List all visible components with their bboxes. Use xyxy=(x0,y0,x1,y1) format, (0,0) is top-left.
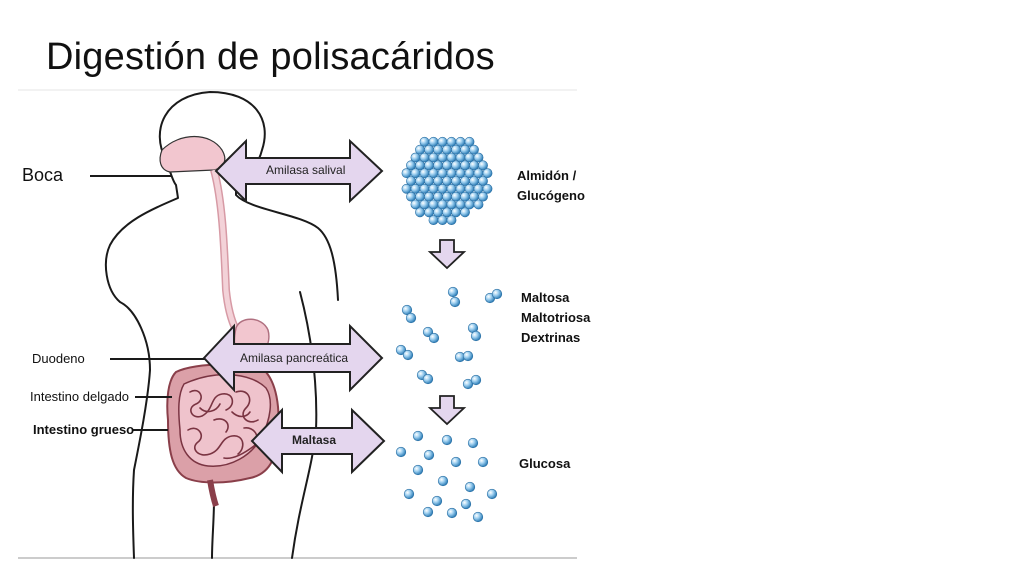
label-maltosa: Maltosa xyxy=(521,290,570,305)
glucose-molecule xyxy=(486,488,498,500)
glucose-molecule xyxy=(412,430,424,442)
glucose-molecule xyxy=(472,511,484,523)
glucose-molecule xyxy=(412,464,424,476)
glucose-unit xyxy=(473,199,484,210)
glucose-molecules xyxy=(395,430,498,523)
label-amilasa-pancreatica: Amilasa pancreática xyxy=(240,351,349,365)
glucose-molecule xyxy=(450,456,462,468)
oligosaccharide-molecules xyxy=(395,286,503,390)
glucose-unit xyxy=(415,207,425,218)
oligo-unit xyxy=(405,312,417,324)
label-maltasa: Maltasa xyxy=(292,433,337,447)
oligo-unit xyxy=(395,344,407,356)
down-arrow-2 xyxy=(427,395,467,426)
oligo-unit xyxy=(428,332,440,344)
label-intestino-delgado: Intestino delgado xyxy=(30,389,130,404)
glucose-unit xyxy=(446,215,457,226)
glucose-unit xyxy=(473,152,484,163)
label-boca: Boca xyxy=(22,165,64,185)
glucose-molecule xyxy=(403,488,415,500)
glucose-molecule xyxy=(467,437,479,449)
oligo-unit xyxy=(462,378,474,390)
glucose-unit xyxy=(469,144,479,155)
oligo-unit xyxy=(449,296,461,308)
label-glucogeno: Glucógeno xyxy=(517,188,585,203)
glucose-unit xyxy=(482,168,493,179)
glucose-unit xyxy=(437,215,448,226)
oligo-unit xyxy=(491,288,503,300)
maltase-arrow xyxy=(250,407,386,475)
label-dextrinas: Dextrinas xyxy=(521,330,581,345)
glucose-molecule xyxy=(437,475,449,487)
oligo-unit xyxy=(402,349,414,361)
glucose-unit xyxy=(478,191,488,202)
polysaccharide-cluster xyxy=(401,136,493,226)
label-duodeno: Duodeno xyxy=(32,351,85,366)
label-amilasa-salival: Amilasa salival xyxy=(266,163,346,177)
oligo-unit xyxy=(462,350,474,362)
label-intestino-grueso: Intestino grueso xyxy=(33,422,135,437)
glucose-molecule xyxy=(422,506,434,518)
glucose-molecule xyxy=(460,498,472,510)
glucose-molecule xyxy=(441,434,453,446)
glucose-unit xyxy=(482,183,493,194)
oligo-unit xyxy=(470,330,482,342)
glucose-unit xyxy=(460,207,470,218)
oral-cavity xyxy=(159,136,226,173)
salivary-amylase-arrow xyxy=(214,138,384,204)
oligo-unit xyxy=(422,373,434,385)
oligo-unit xyxy=(470,374,482,386)
leader-lines xyxy=(90,175,210,431)
pancreatic-amylase-arrow xyxy=(202,323,384,393)
label-glucosa: Glucosa xyxy=(519,456,571,471)
glucose-unit xyxy=(464,136,475,147)
glucose-unit xyxy=(478,160,488,171)
glucose-molecule xyxy=(431,495,443,507)
glucose-unit xyxy=(478,176,488,186)
glucose-molecule xyxy=(477,456,489,468)
glucose-molecule xyxy=(446,507,458,519)
label-almidon: Almidón / xyxy=(517,168,577,183)
oligo-unit xyxy=(401,304,413,316)
label-maltotriosa: Maltotriosa xyxy=(521,310,591,325)
glucose-molecule xyxy=(423,449,435,461)
oligo-unit xyxy=(447,286,459,298)
glucose-molecule xyxy=(464,481,476,493)
glucose-unit xyxy=(428,215,439,226)
glucose-molecule xyxy=(395,446,407,458)
slide-title: Digestión de polisacáridos xyxy=(46,36,495,78)
down-arrow-1 xyxy=(427,239,467,270)
